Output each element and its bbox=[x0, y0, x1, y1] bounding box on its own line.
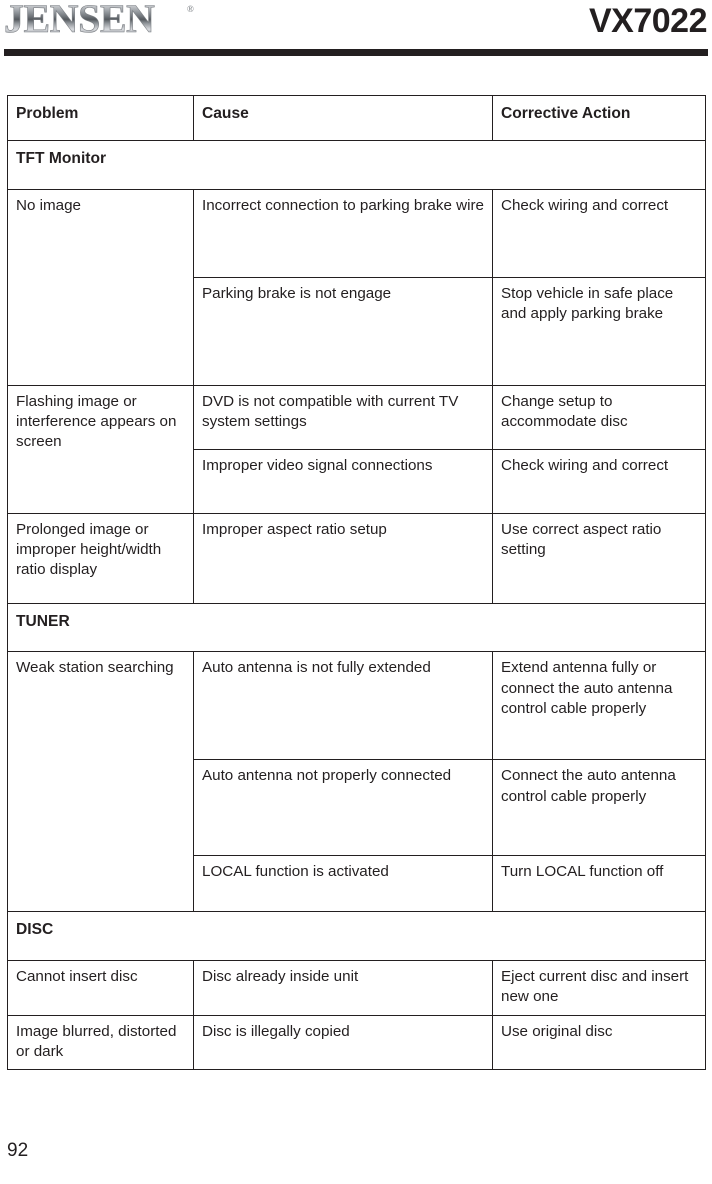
cause-cell: Auto antenna is not fully extended bbox=[193, 651, 493, 761]
section-header-row-tuner: TUNER bbox=[7, 602, 706, 653]
section-title-tft-monitor: TFT Monitor bbox=[7, 140, 706, 190]
action-cell: Change setup to accommodate disc bbox=[492, 384, 706, 450]
column-header-corrective-action: Corrective Action bbox=[492, 95, 706, 141]
table-row: LOCAL function is activated Turn LOCAL f… bbox=[8, 855, 706, 913]
page-number: 92 bbox=[7, 1140, 29, 1161]
cause-cell: Disc is illegally copied bbox=[193, 1014, 493, 1071]
svg-text:JENSEN: JENSEN bbox=[4, 0, 155, 41]
action-cell: Eject current disc and insert new one bbox=[492, 960, 706, 1016]
cause-cell: Improper video signal connections bbox=[193, 448, 493, 514]
action-cell: Turn LOCAL function off bbox=[492, 855, 706, 913]
header-divider-rule bbox=[4, 49, 708, 56]
svg-text:®: ® bbox=[187, 4, 194, 14]
table-row: Prolonged image or improper height/width… bbox=[7, 512, 706, 604]
column-header-cause: Cause bbox=[193, 95, 493, 141]
table-row: Cannot insert disc Disc already inside u… bbox=[7, 960, 706, 1016]
table-row: Flashing image or interference appears o… bbox=[7, 384, 706, 514]
section-title-disc: DISC bbox=[7, 911, 706, 962]
action-cell: Use correct aspect ratio setting bbox=[492, 512, 706, 604]
table-row: Auto antenna not properly connected Conn… bbox=[8, 759, 706, 857]
action-cell: Check wiring and correct bbox=[492, 448, 706, 514]
action-cell: Stop vehicle in safe place and apply par… bbox=[492, 276, 706, 386]
cause-cell: Improper aspect ratio setup bbox=[193, 512, 493, 604]
problem-cell: Flashing image or interference appears o… bbox=[7, 384, 194, 514]
action-cell: Use original disc bbox=[492, 1014, 706, 1071]
table-header-row: Problem Cause Corrective Action bbox=[7, 95, 706, 141]
troubleshooting-table: Problem Cause Corrective Action TFT Moni… bbox=[7, 95, 706, 1071]
problem-cell: Cannot insert disc bbox=[7, 960, 194, 1016]
cause-cell: Parking brake is not engage bbox=[193, 276, 493, 386]
action-cell: Connect the auto antenna control cable p… bbox=[492, 759, 706, 857]
action-cell: Check wiring and correct bbox=[492, 188, 706, 278]
cause-cell: Incorrect connection to parking brake wi… bbox=[193, 188, 493, 278]
jensen-logo: JENSEN ® bbox=[4, 0, 204, 44]
problem-cell: Image blurred, distorted or dark bbox=[7, 1014, 194, 1071]
table-row: Improper video signal connections Check … bbox=[8, 448, 706, 514]
table-row: Parking brake is not engage Stop vehicle… bbox=[8, 276, 706, 386]
cause-cell: LOCAL function is activated bbox=[193, 855, 493, 913]
problem-cell: No image bbox=[7, 188, 194, 386]
table-header: Problem Cause Corrective Action bbox=[7, 95, 706, 141]
column-header-problem: Problem bbox=[7, 95, 194, 141]
table-row: No image Incorrect connection to parking… bbox=[7, 188, 706, 386]
section-header-row-disc: DISC bbox=[7, 911, 706, 962]
section-title-tuner: TUNER bbox=[7, 602, 706, 653]
problem-cell: Prolonged image or improper height/width… bbox=[7, 512, 194, 604]
page-header: JENSEN ® VX7022 bbox=[0, 0, 712, 56]
cause-cell: DVD is not compatible with current TV sy… bbox=[193, 384, 493, 450]
problem-cell: Weak station searching bbox=[7, 651, 194, 913]
cause-cell: Auto antenna not properly connected bbox=[193, 759, 493, 857]
cause-cell: Disc already inside unit bbox=[193, 960, 493, 1016]
table-row: Weak station searching Auto antenna is n… bbox=[7, 651, 706, 913]
action-cell: Extend antenna fully or connect the auto… bbox=[492, 651, 706, 761]
model-number: VX7022 bbox=[589, 2, 708, 40]
table-row: Image blurred, distorted or dark Disc is… bbox=[7, 1014, 706, 1071]
table-body: TFT Monitor No image Incorrect connectio… bbox=[7, 140, 706, 1071]
section-header-row-tft-monitor: TFT Monitor bbox=[7, 140, 706, 190]
